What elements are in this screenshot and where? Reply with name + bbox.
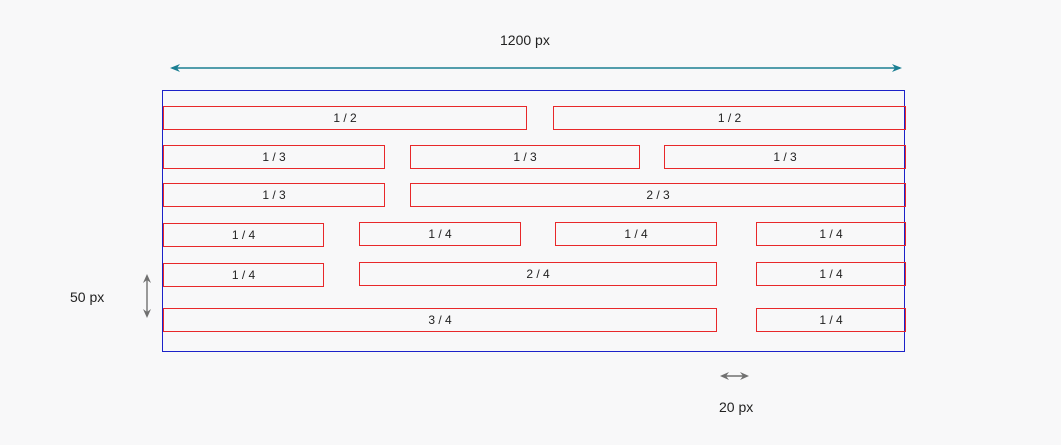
grid-cell: 2 / 4 [359, 262, 717, 286]
grid-cell: 1 / 2 [553, 106, 906, 130]
grid-cell: 1 / 4 [756, 262, 906, 286]
grid-cell: 1 / 4 [756, 222, 906, 246]
grid-cell: 1 / 4 [163, 223, 324, 247]
grid-cell: 1 / 3 [163, 145, 385, 169]
grid-cell: 1 / 3 [410, 145, 640, 169]
grid-cell: 1 / 4 [555, 222, 717, 246]
gutter-label: 20 px [719, 399, 754, 415]
row-height-label: 50 px [70, 289, 105, 305]
grid-cell: 1 / 4 [163, 263, 324, 287]
grid-cell: 1 / 2 [163, 106, 527, 130]
grid-cell: 3 / 4 [163, 308, 717, 332]
grid-container: 1 / 2 1 / 2 1 / 3 1 / 3 1 / 3 1 / 3 2 / … [162, 90, 906, 352]
grid-cell: 2 / 3 [410, 183, 906, 207]
grid-cell: 1 / 3 [664, 145, 906, 169]
grid-cell: 1 / 4 [756, 308, 906, 332]
grid-cell: 1 / 3 [163, 183, 385, 207]
grid-cell: 1 / 4 [359, 222, 521, 246]
container-width-label: 1200 px [500, 32, 550, 48]
